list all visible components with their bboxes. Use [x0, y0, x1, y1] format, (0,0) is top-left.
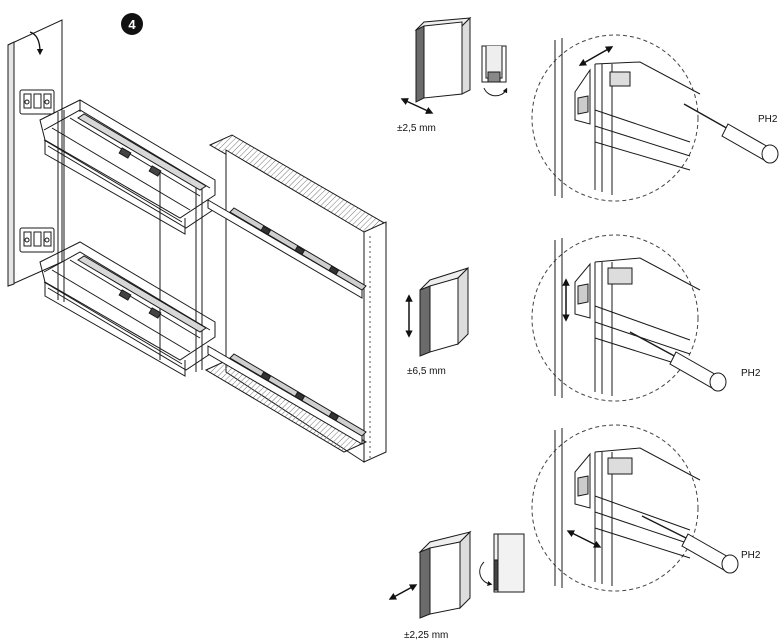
tool-label-height: PH2: [741, 368, 761, 379]
height-adjust-block: [419, 266, 469, 357]
screwdriver-icon: [629, 331, 727, 392]
depth-arrow-icon: [400, 98, 434, 114]
step-badge: 4: [121, 13, 143, 35]
mounting-bracket-top: [19, 89, 55, 115]
lower-wire-basket: [39, 241, 217, 377]
cabinet-side-panel: [7, 19, 63, 287]
side-detail-arrow-icon: [566, 530, 602, 548]
depth-adjust-label: ±2,5 mm: [397, 123, 436, 134]
depth-adjust-block: [414, 16, 472, 103]
tool-label-side: PH2: [741, 550, 761, 561]
side-arrow-icon: [388, 584, 418, 600]
depth-rotate-detail: [481, 45, 508, 97]
drawer-slide-upper: [207, 199, 367, 299]
wire-frame-rods: [57, 110, 203, 372]
side-rotate-detail: [479, 533, 525, 593]
tool-label-depth: PH2: [758, 114, 778, 125]
insert-arrow-icon: [29, 31, 44, 56]
cabinet-body: [204, 134, 388, 463]
upper-wire-basket: [39, 99, 217, 235]
screwdriver-icon: [683, 103, 779, 164]
depth-detail-arrow-icon: [578, 46, 614, 66]
mounting-bracket-bottom: [19, 227, 55, 253]
step-number: 4: [128, 17, 136, 32]
detail-circle-side: PH2: [531, 424, 761, 592]
detail-circle-depth: PH2: [531, 34, 779, 202]
side-adjust-block: [418, 530, 472, 619]
side-adjust-label: ±2,25 mm: [404, 630, 448, 641]
height-adjust-label: ±6,5 mm: [407, 366, 446, 377]
drawer-slide-lower: [207, 345, 367, 445]
detail-circle-height: PH2: [531, 234, 761, 402]
screwdriver-icon: [641, 515, 739, 574]
